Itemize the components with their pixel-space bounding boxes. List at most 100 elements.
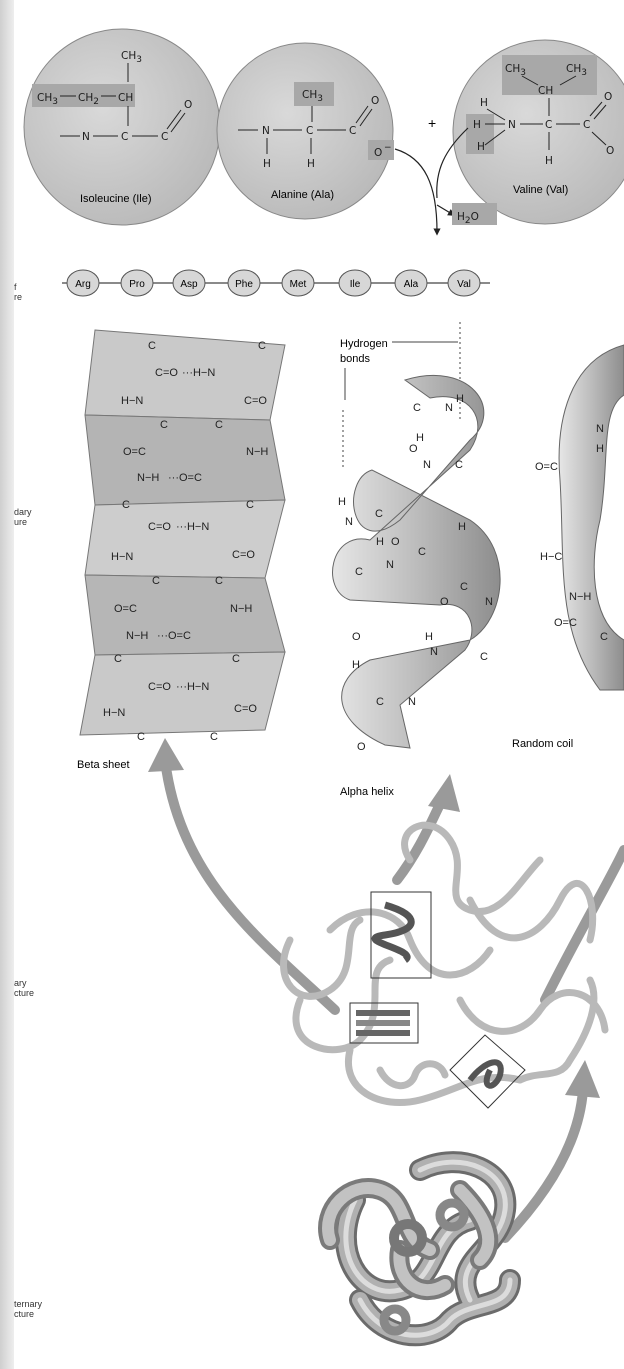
svg-text:O: O <box>184 99 192 111</box>
beta-sheet: CC C=O···H−N H−NC=O CC O=CN−H N−H···O=C … <box>77 330 285 771</box>
svg-text:H: H <box>545 155 553 167</box>
svg-text:O: O <box>371 95 379 107</box>
svg-text:C: C <box>258 340 266 352</box>
svg-text:C=O: C=O <box>148 681 171 693</box>
residue-phe: Phe <box>228 270 260 296</box>
svg-text:C: C <box>215 575 223 587</box>
svg-text:C: C <box>349 125 356 137</box>
residue-ala: Ala <box>395 270 427 296</box>
svg-text:C: C <box>210 731 218 743</box>
svg-text:C=O: C=O <box>234 703 257 715</box>
svg-text:Ala: Ala <box>404 279 419 290</box>
residue-arg: Arg <box>67 270 99 296</box>
svg-text:H: H <box>596 443 604 455</box>
ch-group: CH <box>538 85 553 97</box>
svg-text:C=O: C=O <box>244 395 267 407</box>
beta-sheet-label: Beta sheet <box>77 759 130 771</box>
svg-text:C: C <box>480 651 488 663</box>
svg-text:Ile: Ile <box>350 279 361 290</box>
svg-text:O: O <box>409 443 418 455</box>
svg-text:C: C <box>148 340 156 352</box>
svg-text:N−H: N−H <box>569 591 591 603</box>
svg-text:···O=C: ···O=C <box>157 630 191 642</box>
svg-text:N: N <box>423 459 431 471</box>
svg-text:O: O <box>357 741 366 753</box>
svg-text:H: H <box>480 97 488 109</box>
svg-text:N−H: N−H <box>246 446 268 458</box>
alpha-helix: Hydrogen bonds CNH HON CHN COH HNC CCO N… <box>333 322 501 798</box>
svg-text:C=O: C=O <box>148 521 171 533</box>
alpha-helix-label: Alpha helix <box>340 786 394 798</box>
svg-text:C: C <box>152 575 160 587</box>
svg-text:O=C: O=C <box>114 603 137 615</box>
svg-text:Asp: Asp <box>180 279 198 290</box>
svg-text:Phe: Phe <box>235 279 253 290</box>
svg-text:O: O <box>440 596 449 608</box>
amino-acid-valine: CH3 CH3 CH H H H N C C O O H Valine ( <box>453 40 624 224</box>
svg-text:Val: Val <box>457 279 471 290</box>
plus-sign: + <box>428 115 436 131</box>
svg-text:O=C: O=C <box>123 446 146 458</box>
random-coil: NH O=CH−C N−HO=C C Random coil <box>512 345 624 750</box>
svg-text:C: C <box>375 508 383 520</box>
svg-text:C: C <box>413 402 421 414</box>
svg-text:C: C <box>232 653 240 665</box>
svg-text:O: O <box>391 536 400 548</box>
svg-text:H: H <box>307 158 315 170</box>
svg-text:O: O <box>352 631 361 643</box>
svg-text:C: C <box>121 131 128 143</box>
hydrogen-bonds-label: bonds <box>340 353 370 365</box>
svg-text:C: C <box>246 499 254 511</box>
svg-text:H−N: H−N <box>111 551 133 563</box>
beta-sheet-arrow <box>165 760 335 1010</box>
svg-text:N: N <box>82 131 90 143</box>
svg-text:−: − <box>384 143 392 153</box>
isoleucine-label: Isoleucine (Ile) <box>80 193 152 205</box>
residue-pro: Pro <box>121 270 153 296</box>
svg-text:N: N <box>262 125 270 137</box>
svg-text:H−N: H−N <box>121 395 143 407</box>
svg-text:O: O <box>606 145 614 157</box>
svg-text:H−C: H−C <box>540 551 562 563</box>
svg-text:C: C <box>160 419 168 431</box>
arrowhead <box>428 774 460 812</box>
svg-text:C: C <box>355 566 363 578</box>
svg-text:C: C <box>161 131 168 143</box>
svg-text:Met: Met <box>290 279 307 290</box>
quaternary-arrow <box>505 1090 583 1238</box>
svg-text:N−H: N−H <box>126 630 148 642</box>
svg-text:N: N <box>430 646 438 658</box>
tertiary-structure <box>284 825 605 1102</box>
svg-text:C: C <box>122 499 130 511</box>
svg-text:H: H <box>263 158 271 170</box>
random-coil-label: Random coil <box>512 738 573 750</box>
svg-text:···H−N: ···H−N <box>176 681 209 693</box>
svg-text:C: C <box>215 419 223 431</box>
random-coil-arrow <box>545 850 624 1000</box>
hydrogen-bonds-label: Hydrogen <box>340 338 388 350</box>
residue-met: Met <box>282 270 314 296</box>
residue-asp: Asp <box>173 270 205 296</box>
svg-text:H: H <box>425 631 433 643</box>
svg-text:C: C <box>114 653 122 665</box>
svg-text:H: H <box>376 536 384 548</box>
ch-group: CH <box>118 92 133 104</box>
svg-text:O: O <box>604 91 612 103</box>
svg-text:···H−N: ···H−N <box>182 367 215 379</box>
svg-text:C: C <box>137 731 145 743</box>
residue-val: Val <box>448 270 480 296</box>
svg-text:···H−N: ···H−N <box>176 521 209 533</box>
svg-text:C=O: C=O <box>155 367 178 379</box>
svg-text:···O=C: ···O=C <box>168 472 202 484</box>
svg-text:Arg: Arg <box>75 279 91 290</box>
svg-text:H: H <box>456 393 464 405</box>
residue-ile: Ile <box>339 270 371 296</box>
svg-text:N: N <box>386 559 394 571</box>
svg-text:C: C <box>418 546 426 558</box>
svg-text:H: H <box>473 119 481 131</box>
svg-text:N−H: N−H <box>137 472 159 484</box>
svg-text:C: C <box>306 125 313 137</box>
svg-text:O=C: O=C <box>535 461 558 473</box>
svg-text:H: H <box>458 521 466 533</box>
